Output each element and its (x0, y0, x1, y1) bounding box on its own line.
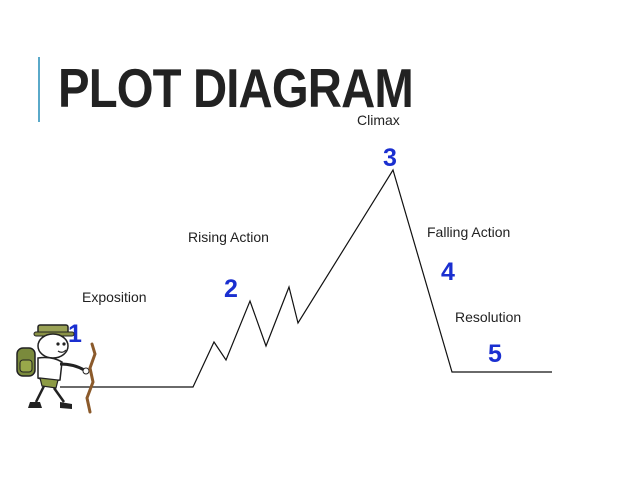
stage-number-2: 2 (224, 275, 238, 303)
falling-action-label: Falling Action (427, 224, 511, 240)
stage-number-3: 3 (383, 144, 397, 172)
page-title: PLOT DIAGRAM (58, 57, 414, 119)
stage-number-4: 4 (441, 258, 455, 286)
stage-number-5: 5 (488, 340, 502, 368)
hiker-icon (16, 324, 97, 414)
rising-action-label: Rising Action (188, 229, 269, 245)
plot-line (60, 168, 552, 388)
climax-label: Climax (357, 112, 400, 128)
stage-number-1: 1 (68, 320, 82, 348)
exposition-label: Exposition (82, 289, 147, 305)
resolution-label: Resolution (455, 309, 522, 325)
title-accent-bar (38, 57, 40, 122)
